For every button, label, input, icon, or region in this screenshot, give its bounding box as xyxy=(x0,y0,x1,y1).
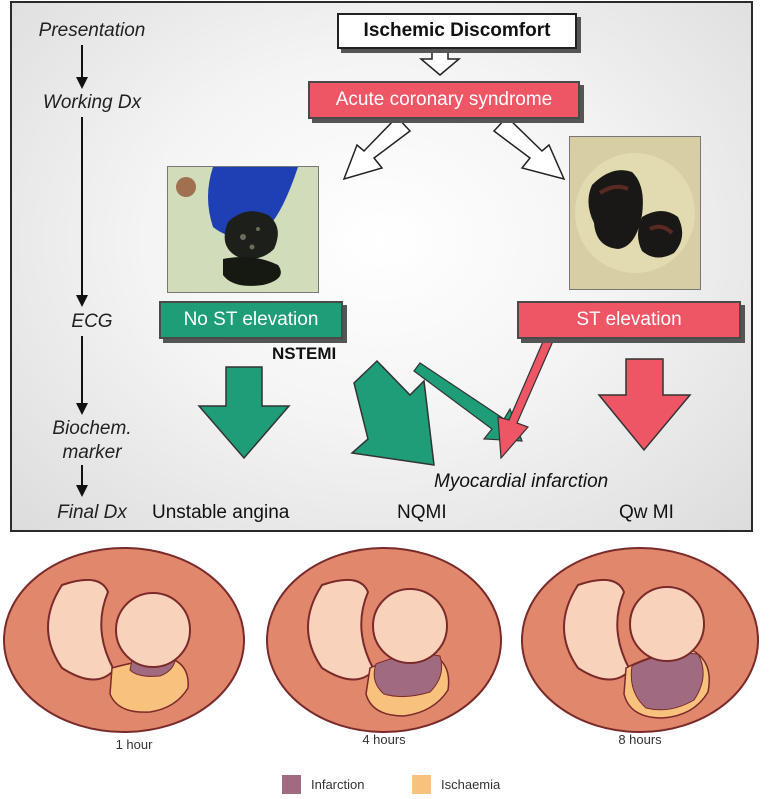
hollow-arrow-left xyxy=(342,115,412,181)
red-thin-arrow-mi xyxy=(497,336,554,460)
acs-box: Acute coronary syndrome xyxy=(308,81,580,119)
stage-arrows xyxy=(76,45,88,497)
heart-section-1-hour xyxy=(3,547,245,733)
angioscopy-image-left xyxy=(167,166,319,293)
stage-ecg: ECG xyxy=(71,311,113,332)
final-dx-qwmi: Qw MI xyxy=(619,502,674,523)
flow-arrows-layer xyxy=(76,45,692,497)
ischemic-discomfort-box: Ischemic Discomfort xyxy=(337,13,577,49)
acs-flowchart-panel: Presentation Working Dx ECG Biochem. mar… xyxy=(10,1,753,532)
green-arrow-unstable-angina xyxy=(197,366,291,460)
final-dx-nqmi: NQMI xyxy=(397,502,447,523)
heart-section-4-hours xyxy=(266,547,502,733)
final-dx-unstable-angina: Unstable angina xyxy=(152,502,290,523)
stage-presentation: Presentation xyxy=(38,20,146,41)
stage-final-dx: Final Dx xyxy=(57,502,127,523)
green-arrow-nqmi xyxy=(350,359,435,466)
hollow-arrow-right xyxy=(492,115,566,181)
heart-label-4-hours: 4 hours xyxy=(362,732,406,747)
angioscopy-image-left-art xyxy=(168,167,318,292)
stage-marker-line: marker xyxy=(62,442,122,463)
hollow-arrow-down xyxy=(418,46,462,76)
legend-ischaemia: Ischaemia xyxy=(412,775,500,794)
legend-infarction-swatch xyxy=(282,775,301,794)
angioscopy-image-right-art xyxy=(570,137,700,289)
legend-infarction-label: Infarction xyxy=(311,777,365,792)
nstemi-label: NSTEMI xyxy=(272,344,337,363)
heart-section-8-hours xyxy=(521,547,759,733)
legend-infarction: Infarction xyxy=(282,775,364,794)
red-arrow-qwmi xyxy=(597,358,692,452)
stage-biochem-marker: Biochem. marker xyxy=(22,417,162,465)
heart-label-8-hours: 8 hours xyxy=(618,732,662,747)
legend-ischaemia-swatch xyxy=(412,775,431,794)
heart-label-1-hour: 1 hour xyxy=(115,737,153,752)
legend-ischaemia-label: Ischaemia xyxy=(441,777,501,792)
angioscopy-image-right xyxy=(569,136,701,290)
no-st-elevation-box: No ST elevation xyxy=(159,301,343,339)
st-elevation-box: ST elevation xyxy=(517,301,741,339)
stage-working-dx: Working Dx xyxy=(42,92,142,113)
stage-biochem-line: Biochem. xyxy=(52,418,132,439)
myocardial-infarction-label: Myocardial infarction xyxy=(434,471,609,492)
